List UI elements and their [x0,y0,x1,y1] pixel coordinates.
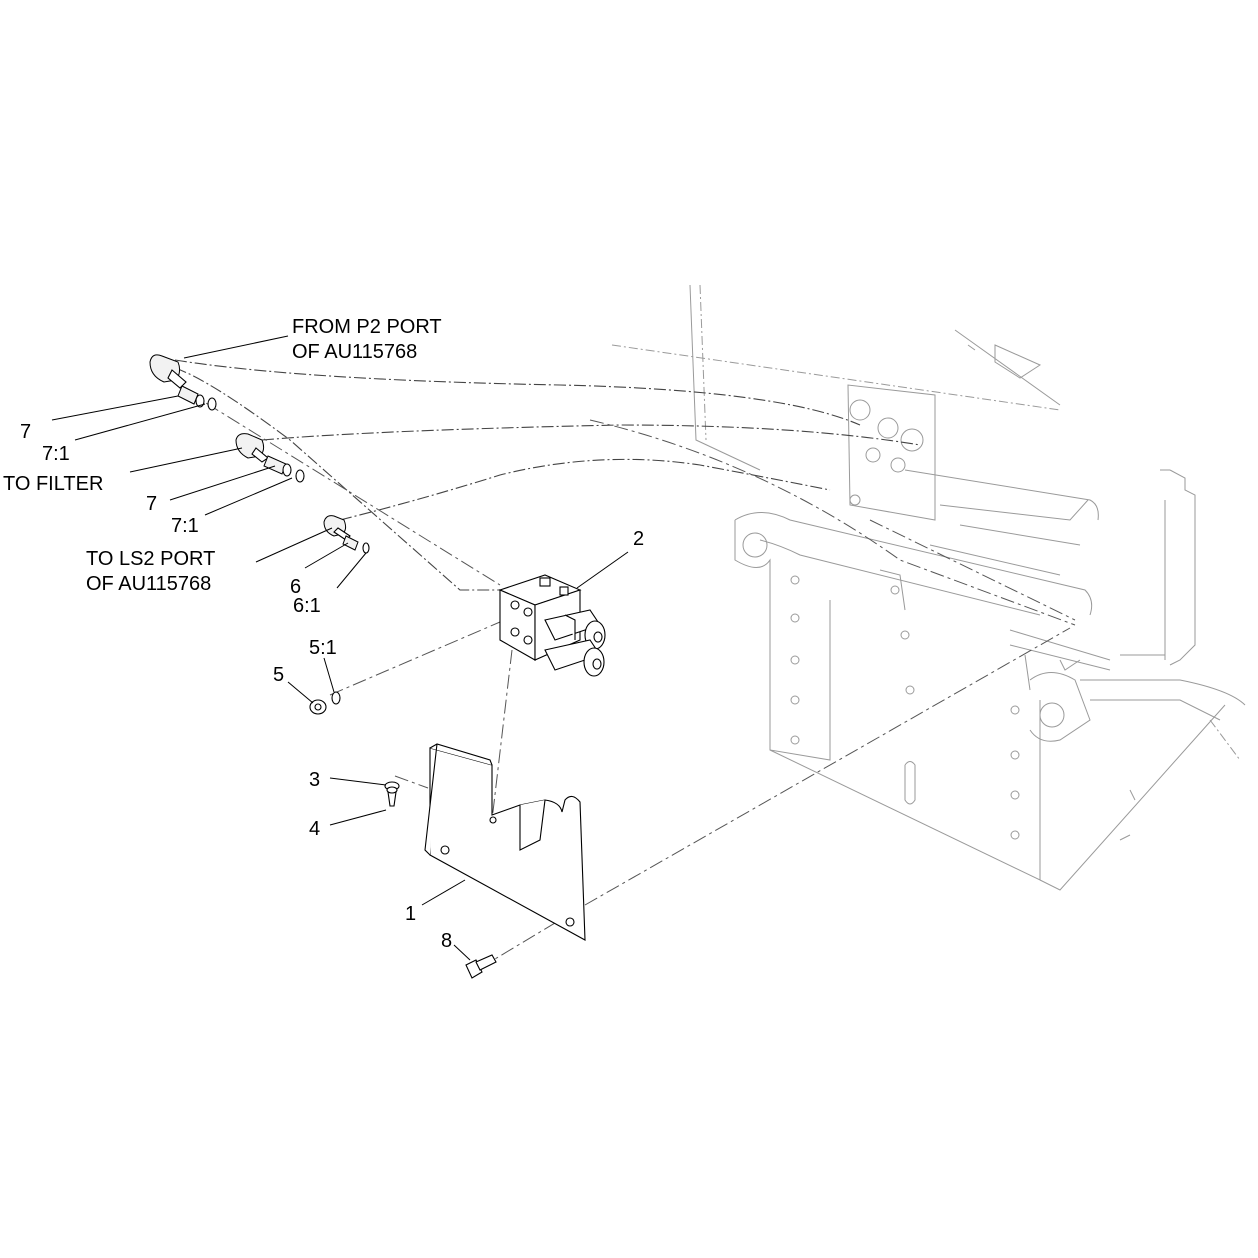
screw-3-center-line [394,775,429,789]
mounting-plate [424,743,586,941]
fitting-elbow-top [149,354,187,389]
callout-labels: FROM P2 PORT OF AU115768 7 7:1 TO FILTER… [3,316,644,952]
hose-p2 [174,359,861,426]
fitting-adapter-6 [342,535,359,551]
label-from-p2-line2: OF AU115768 [292,341,417,363]
label-item-6-1: 6:1 [293,595,321,617]
valve-plate-center-line [491,649,513,821]
hose-ls2 [339,458,831,521]
label-item-6: 6 [290,576,301,598]
frame-center-line-2 [869,519,1076,621]
plate-frame-center-line [584,627,1071,906]
oring-6-1 [362,542,370,554]
label-item-4: 4 [309,818,320,840]
label-item-7-1-mid: 7:1 [171,515,199,537]
label-item-2: 2 [633,528,644,550]
label-item-5: 5 [273,664,284,686]
label-item-7-top: 7 [20,421,31,443]
hose-routing [174,359,1076,969]
valve-block [498,574,606,677]
label-item-7-mid: 7 [146,493,157,515]
oring-5-1 [331,691,341,705]
oring-7-1-mid [295,469,305,483]
fitting-elbow-mid [235,433,269,463]
fitting-adapter-7-top [177,385,205,408]
label-from-p2-line1: FROM P2 PORT [292,316,442,338]
screw-4 [386,786,398,807]
plug-5 [309,699,327,715]
label-item-3: 3 [309,769,320,791]
hose-p2-lower [174,367,500,591]
frame-center-line [589,419,1076,626]
label-to-filter: TO FILTER [3,473,103,495]
label-to-ls2-line1: TO LS2 PORT [86,548,215,570]
hose-return [184,389,501,586]
hose-filter [261,424,921,446]
label-item-8: 8 [441,930,452,952]
oring-7-1-top [207,397,217,411]
plug-5-center-line [329,621,501,696]
label-to-ls2-line2: OF AU115768 [86,573,211,595]
label-item-1: 1 [405,903,416,925]
bolt-8 [465,954,497,979]
machine-frame-ghost [611,284,1246,891]
leader-lines [51,335,629,961]
fitting-adapter-7-mid [263,455,292,477]
label-item-5-1: 5:1 [309,637,337,659]
label-item-7-1-top: 7:1 [42,443,70,465]
